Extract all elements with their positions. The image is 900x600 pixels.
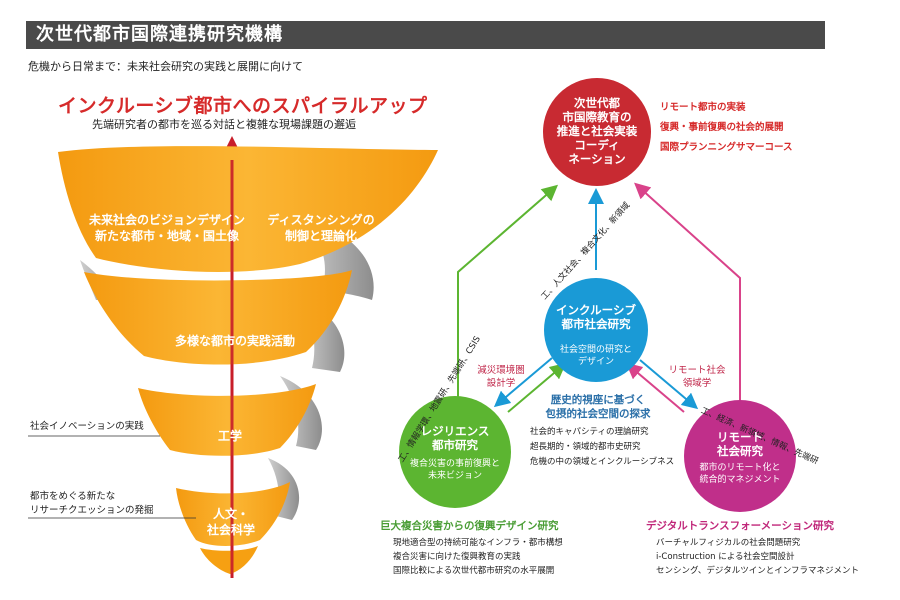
arrow-center-to-right: [639, 359, 699, 410]
spiral-subheading: 先端研究者の都市を巡る対話と複雑な現場課題の邂逅: [92, 118, 356, 131]
left-node-circle: [399, 396, 511, 508]
page-subtitle: 危機から日常まで：未来社会研究の実践と展開に向けて: [28, 60, 303, 73]
band1-right-label: ディスタンシングの制御と理論化: [267, 213, 375, 243]
left-node-title: レジリエンス都市研究: [420, 424, 490, 452]
arrow-label-left: 減災環境圏設計学: [477, 365, 525, 389]
right-bottom-heading: デジタルトランスフォーメーション研究: [646, 520, 834, 532]
left-bottom-items: 現地適合型の持続可能なインフラ・都市構想 複合災害に向けた復興教育の実践 国際比…: [393, 536, 563, 578]
top-node-item: 国際プランニングサマーコース: [660, 142, 793, 153]
arrow-left-to-center: [507, 362, 567, 413]
center-text-item: 危機の中の領域とインクルーシブネス: [530, 457, 675, 467]
side-note-2: 都市をめぐる新たなリサーチクエッションの発掘: [30, 491, 154, 516]
top-node-label: 次世代都 市国際教育の 推進と社会実装 コーディ ネーション: [556, 96, 638, 166]
cone-band-2: [84, 270, 352, 365]
top-node-circle: [543, 78, 651, 186]
right-bottom-item: i-Construction による社会空間設計: [656, 552, 795, 562]
left-bottom-heading: 巨大複合災害からの復興デザイン研究: [380, 520, 559, 532]
center-node-sub: 社会空間の研究とデザイン: [559, 345, 632, 367]
page-title: 次世代都市国際連携研究機構: [36, 24, 283, 45]
arrow-left-to-top: [457, 184, 559, 400]
top-node-item: 復興・事前復興の社会的展開: [660, 122, 784, 133]
ribbon-grey-1: [296, 218, 374, 300]
left-node-sub: 複合災害の事前復興と未来ビジョン: [409, 459, 500, 481]
arrow-right-to-top: [634, 182, 741, 410]
right-bottom-item: センシング、デジタルツインとインフラマネジメント: [656, 566, 859, 576]
left-bottom-item: 現地適合型の持続可能なインフラ・都市構想: [393, 538, 563, 548]
band3-label: 工学: [217, 429, 242, 443]
center-text-item: 社会的キャパシティの理論研究: [530, 427, 649, 437]
top-node-items: リモート都市の実装 復興・事前復興の社会的展開 国際プランニングサマーコース: [660, 98, 793, 158]
cone-tip: [200, 546, 258, 574]
right-bottom-items: バーチャルフィジカルの社会問題研究 i-Construction による社会空間…: [656, 536, 859, 578]
side-note-1: 社会イノベーションの実践: [30, 421, 144, 432]
right-node-sub: 都市のリモート化と統合的マネジメント: [699, 463, 781, 485]
right-node-circle: [684, 400, 796, 512]
cone-band-1: [58, 146, 438, 272]
center-node-title: インクルーシブ都市社会研究: [556, 303, 636, 331]
band1-left-label: 未来社会のビジョンデザイン新たな都市・地域・国土像: [88, 213, 245, 243]
left-bottom-item: 複合災害に向けた復興教育の実践: [393, 552, 521, 562]
top-node-item: リモート都市の実装: [660, 102, 746, 113]
spiral-heading: インクルーシブ都市へのスパイラルアップ: [58, 95, 428, 117]
center-node-circle: [544, 278, 648, 382]
arrow-center-to-left: [493, 357, 553, 408]
right-node-title: リモート社会研究: [717, 430, 763, 458]
right-bottom-item: バーチャルフィジカルの社会問題研究: [656, 538, 801, 548]
band2-label: 多様な都市の実践活動: [174, 334, 295, 348]
center-text-heading: 歴史的視座に基づく包摂的社会空間の探求: [545, 394, 651, 420]
band4-label: 人文・社会科学: [206, 507, 255, 537]
center-text-item: 超長期的・領域的都市史研究: [530, 442, 641, 452]
arrow-right-to-center: [625, 362, 685, 413]
arrow-label-right: リモート社会領域学: [668, 365, 726, 389]
left-bottom-item: 国際比較による次世代都市研究の水平展開: [393, 566, 555, 576]
title-bar: [26, 21, 825, 49]
cone-band-3: [138, 384, 316, 456]
center-text-items: 社会的キャパシティの理論研究 超長期的・領域的都市史研究 危機の中の領域とインク…: [530, 425, 674, 470]
